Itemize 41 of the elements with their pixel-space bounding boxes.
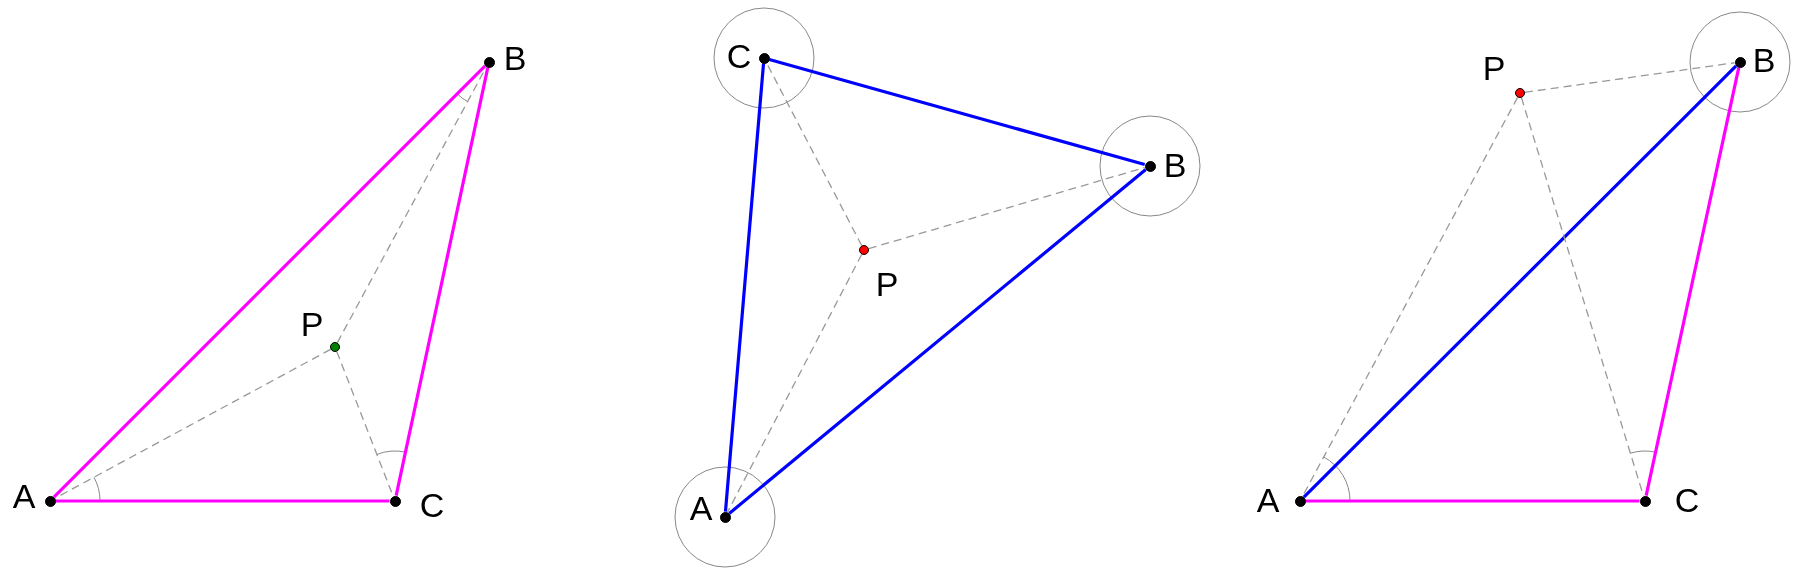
point-dot <box>44 495 56 507</box>
line-segment <box>55 499 390 503</box>
point-dot <box>859 245 869 255</box>
dashed-line <box>868 166 1146 250</box>
dashed-line <box>54 348 332 500</box>
point-dot <box>1515 88 1525 98</box>
point-label: A <box>12 479 36 513</box>
point-label: C <box>1674 483 1700 517</box>
point-dot <box>758 52 770 64</box>
point-label: P <box>300 307 324 341</box>
point-dot <box>389 495 401 507</box>
point-label: A <box>1256 483 1280 517</box>
dashed-line <box>1520 97 1645 497</box>
point-label: A <box>689 491 713 525</box>
point-label: C <box>726 39 752 73</box>
point-dot <box>1639 495 1651 507</box>
point-dot <box>1144 160 1156 172</box>
dashed-line <box>1301 96 1519 497</box>
dashed-line <box>336 66 488 344</box>
dashed-line <box>1524 62 1736 93</box>
dashed-line <box>726 253 863 513</box>
point-dot <box>1734 56 1746 68</box>
line-segment <box>1302 64 1738 499</box>
line-segment <box>1644 67 1741 496</box>
line-segment <box>728 168 1147 515</box>
point-dot <box>719 511 731 523</box>
point-dot <box>1294 495 1306 507</box>
point-label: P <box>1482 51 1506 85</box>
point-label: B <box>503 41 527 75</box>
line-segment <box>723 63 766 512</box>
line-segment <box>768 57 1146 167</box>
line-segment <box>394 67 490 496</box>
dashed-line <box>765 62 863 247</box>
line-segment <box>52 64 487 499</box>
line-segment <box>1305 499 1640 503</box>
point-label: B <box>1752 43 1776 77</box>
point-dot <box>483 56 495 68</box>
point-dot <box>330 342 340 352</box>
point-label: B <box>1163 148 1187 182</box>
point-label: P <box>875 267 899 301</box>
point-label: C <box>419 488 445 522</box>
